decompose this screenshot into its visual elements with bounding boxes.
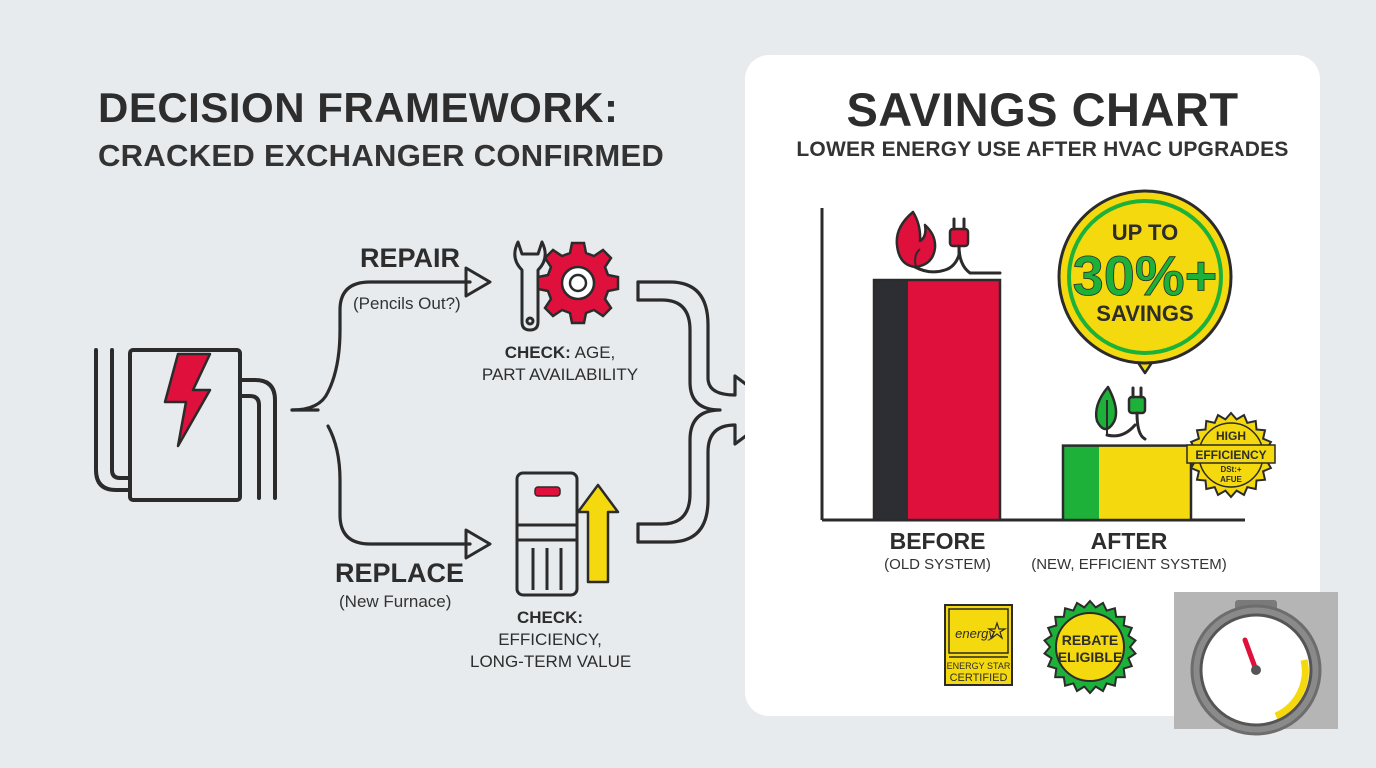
badge-high: HIGH <box>1216 429 1246 443</box>
decision-flow-diagram <box>94 240 745 597</box>
arrow-head-icon <box>464 528 492 560</box>
gear-icon <box>536 241 620 325</box>
bar-before-fill <box>908 280 1000 520</box>
energy-star-text: ENERGY STAR <box>947 661 1011 671</box>
wrench-icon <box>513 240 547 332</box>
replace-check-label: CHECK: <box>516 608 584 627</box>
category-note-after: (NEW, EFFICIENT SYSTEM) <box>1031 556 1227 573</box>
repair-label: REPAIR <box>360 243 461 273</box>
badge-afue: AFUE <box>1220 475 1242 484</box>
category-label-after: AFTER <box>1090 528 1168 554</box>
repair-check-age: AGE, <box>570 343 616 362</box>
chart-title: SAVINGS CHART <box>846 83 1239 136</box>
eligible-text: ELIGIBLE <box>1058 649 1123 665</box>
replace-check-value: LONG-TERM VALUE <box>470 652 632 671</box>
callout-up-to: UP TO <box>1112 220 1178 245</box>
crack-bolt-icon <box>163 352 212 448</box>
leaf-plug-icon <box>1094 385 1147 441</box>
repair-check-label: CHECK: <box>504 343 571 362</box>
branch-connector <box>290 280 472 412</box>
energy-star-certified: CERTIFIED <box>950 672 1008 684</box>
arrow-head-icon <box>464 266 492 298</box>
savings-chart-svg: UP TO 30%+ SAVINGS HIGH EFFICIENCY DSt:+… <box>820 189 1338 736</box>
flame-plug-icon <box>895 210 1002 275</box>
category-label-before: BEFORE <box>889 528 986 554</box>
callout-percent: 30%+ <box>1073 244 1218 307</box>
bar-before-outline <box>872 278 1002 522</box>
repair-check: CHECK: AGE, PART AVAILABILITY <box>470 342 650 386</box>
bar-before <box>872 278 1002 522</box>
bar-after-outline <box>1061 444 1193 522</box>
page-subtitle: CRACKED EXCHANGER CONFIRMED <box>98 138 665 173</box>
replace-note: (New Furnace) <box>339 592 452 611</box>
chart-subtitle: LOWER ENERGY USE AFTER HVAC UPGRADES <box>796 138 1289 161</box>
energy-star-badge: energy ENERGY STAR CERTIFIED <box>944 604 1013 686</box>
repair-note: (Pencils Out?) <box>353 294 461 313</box>
page-title: DECISION FRAMEWORK: <box>98 84 619 131</box>
rebate-text: REBATE <box>1062 632 1119 648</box>
furnace-indicator <box>534 486 561 497</box>
efficiency-gauge-icon <box>1174 592 1338 736</box>
star-icon <box>986 621 1008 640</box>
replace-label: REPLACE <box>335 558 465 588</box>
bar-after-shade <box>1063 445 1099 520</box>
category-note-before: (OLD SYSTEM) <box>884 556 991 573</box>
savings-callout: UP TO 30%+ SAVINGS <box>1057 189 1233 375</box>
energy-star-logo: energy <box>955 626 996 641</box>
repair-check-parts: PART AVAILABILITY <box>481 365 639 384</box>
replace-check-efficiency: EFFICIENCY, <box>498 630 602 649</box>
furnace-icon <box>515 471 579 597</box>
branch-connector <box>326 424 472 546</box>
bar-after <box>1061 444 1193 522</box>
badge-dst: DSt:+ <box>1220 465 1241 474</box>
merge-arrow-icon <box>636 280 745 544</box>
bar-after-fill <box>1099 445 1191 520</box>
replace-check: CHECK: EFFICIENCY, LONG-TERM VALUE <box>470 607 632 673</box>
callout-savings: SAVINGS <box>1096 301 1193 326</box>
rebate-eligible-badge: REBATE ELIGIBLE <box>1043 599 1137 695</box>
efficiency-up-arrow-icon <box>576 483 620 584</box>
high-efficiency-badge: HIGH EFFICIENCY DSt:+ AFUE <box>1186 411 1276 499</box>
badge-efficiency: EFFICIENCY <box>1195 448 1266 462</box>
bar-before-shade <box>874 280 908 520</box>
